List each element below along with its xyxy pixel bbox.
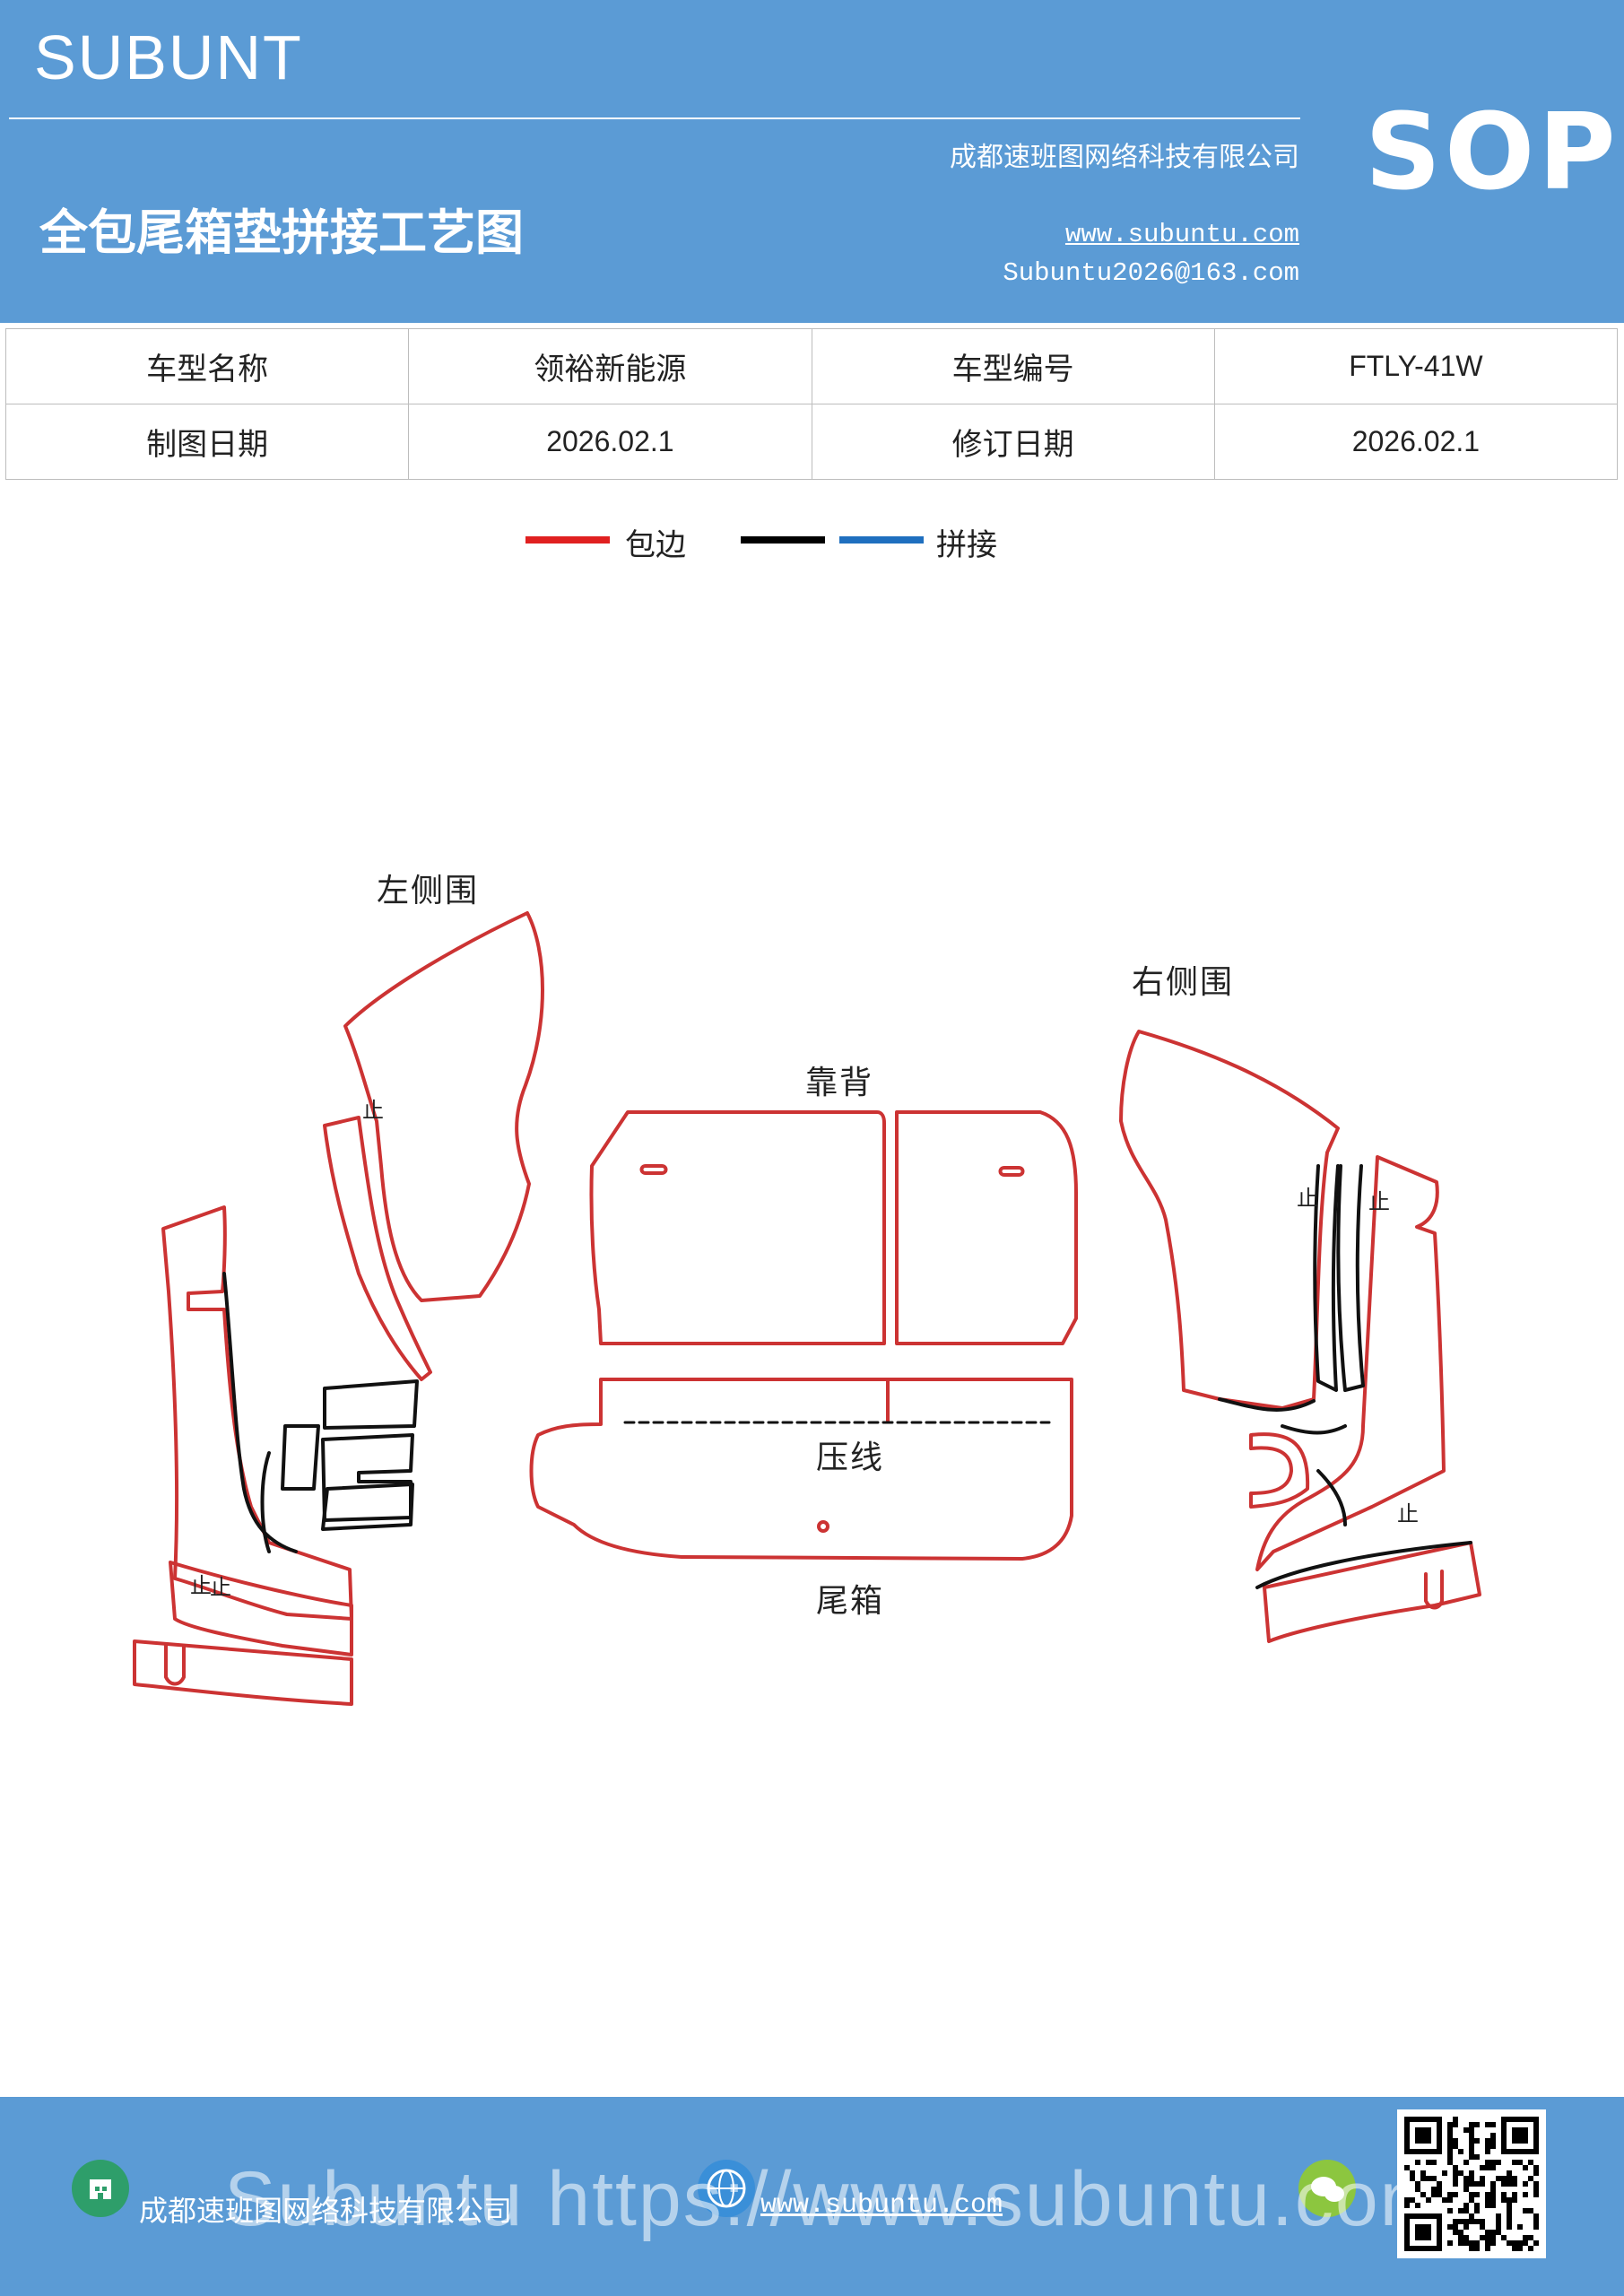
right-bottom-piece [1263, 1541, 1481, 1643]
brand-logo-text: SUBUNT [34, 22, 303, 92]
header-banner: SUBUNT 全包尾箱垫拼接工艺图 成都速班图网络科技有限公司 www.subu… [0, 0, 1624, 323]
left-bottom-piece [133, 1639, 353, 1706]
wechat-icon [1298, 2160, 1356, 2217]
document-title: 全包尾箱垫拼接工艺图 [39, 204, 524, 261]
left-seam-curve [222, 1272, 298, 1553]
label-backrest: 靠背 [805, 1065, 874, 1101]
qr-code-icon [1397, 2109, 1546, 2258]
left-tab-1 [323, 1379, 419, 1430]
email-address[interactable]: Subuntu2026@163.com [1003, 258, 1299, 288]
left-tab-4 [321, 1483, 414, 1531]
table-row: 制图日期 2026.02.1 修订日期 2026.02.1 [4, 404, 1619, 480]
legend-swatch-black [741, 536, 825, 544]
stop-mark: 止 [1297, 1186, 1318, 1211]
legend-label-edging: 包边 [625, 527, 686, 563]
table-cell: 2026.02.1 [1213, 404, 1619, 480]
backrest-handle-left [639, 1164, 668, 1175]
footer-banner: 成都速班图网络科技有限公司 www.subuntu.com Subuntu ht… [0, 2097, 1624, 2296]
company-name: 成都速班图网络科技有限公司 [950, 142, 1299, 173]
sop-badge: SOP [1365, 90, 1620, 213]
right-upper-piece [1119, 1030, 1340, 1410]
right-notch [1424, 1570, 1444, 1610]
cutting-drawing: 左侧围 右侧围 靠背 压线 尾箱 止 止 止 止 止 止 [0, 807, 1624, 1758]
left-strip [323, 1116, 432, 1381]
table-cell: 车型名称 [4, 328, 410, 404]
backrest-right [895, 1110, 1078, 1345]
building-icon [72, 2160, 129, 2217]
left-upper-piece [343, 911, 544, 1302]
legend-swatch-edging [525, 536, 610, 544]
right-seam-4 [1255, 1541, 1472, 1589]
stop-mark: 止 [362, 1098, 384, 1123]
globe-icon [698, 2160, 755, 2217]
trunk-hole [817, 1520, 829, 1533]
stop-mark: 止 [190, 1573, 212, 1598]
table-cell: 制图日期 [4, 404, 410, 480]
table-cell: 车型编号 [811, 328, 1215, 404]
backrest-handle-right [998, 1166, 1025, 1177]
table-cell: 修订日期 [811, 404, 1215, 480]
right-loop [1249, 1432, 1310, 1509]
right-strip [1255, 1155, 1446, 1571]
table-cell: 领裕新能源 [408, 328, 812, 404]
label-crease: 压线 [816, 1439, 885, 1476]
stop-mark: 止 [1397, 1501, 1419, 1526]
stop-mark: 止 [1368, 1189, 1390, 1214]
right-seam-1 [1313, 1164, 1340, 1392]
backrest-left [589, 1110, 886, 1345]
right-seam-2 [1336, 1164, 1365, 1392]
legend-swatch-seam [839, 536, 924, 544]
footer-website-link[interactable]: www.subuntu.com [760, 2190, 1003, 2221]
left-tab-3 [321, 1433, 414, 1522]
left-trim-piece [169, 1561, 353, 1657]
vehicle-info-table: 车型名称 领裕新能源 车型编号 FTLY-41W 制图日期 2026.02.1 … [4, 328, 1619, 480]
table-row: 车型名称 领裕新能源 车型编号 FTLY-41W [4, 328, 1619, 404]
line-legend: 包边 拼接 [0, 520, 1624, 574]
left-tab-2 [281, 1424, 320, 1491]
footer-watermark: Subuntu https://www.subuntu.com [224, 2156, 1446, 2242]
label-trunk: 尾箱 [816, 1583, 885, 1620]
trunk-floor [529, 1378, 1073, 1561]
footer-company-name: 成都速班图网络科技有限公司 [139, 2194, 513, 2228]
legend-label-seam: 拼接 [936, 527, 997, 563]
website-link[interactable]: www.subuntu.com [1064, 220, 1299, 249]
header-divider [9, 117, 1300, 119]
pattern-pieces-svg [133, 911, 1481, 1706]
stop-mark: 止 [210, 1575, 231, 1600]
label-right-side: 右侧围 [1132, 964, 1235, 1001]
label-left-side: 左侧围 [377, 873, 480, 909]
right-seam-3 [1218, 1397, 1347, 1526]
table-cell: FTLY-41W [1213, 328, 1619, 404]
table-cell: 2026.02.1 [408, 404, 812, 480]
left-notch [164, 1644, 186, 1686]
